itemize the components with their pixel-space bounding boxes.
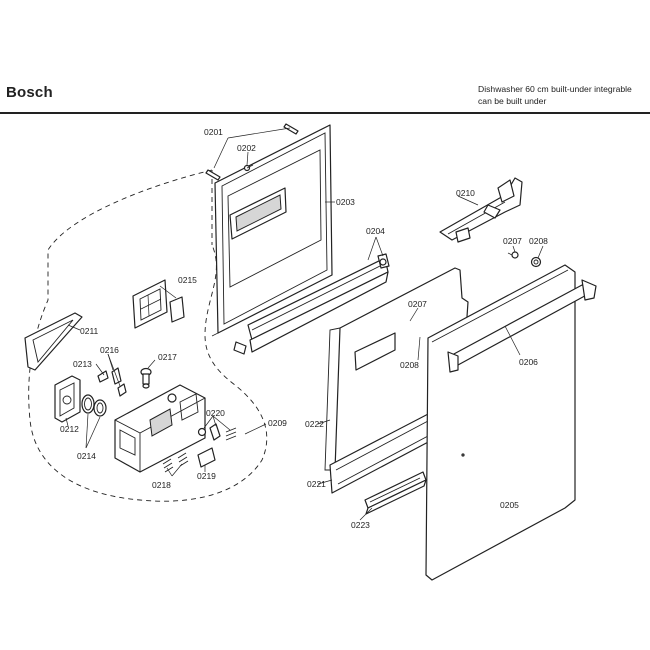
label-0208-upper: 0208 [529, 236, 548, 246]
label-0223: 0223 [351, 520, 370, 530]
door-handle-part [447, 279, 597, 373]
label-0207-lower: 0207 [408, 299, 427, 309]
switch-module-part [54, 375, 81, 423]
spring-clip-parts [162, 447, 216, 473]
label-0209: 0209 [268, 418, 287, 428]
label-0206: 0206 [519, 357, 538, 367]
part-number-labels: 0201 0202 0203 0204 0205 0206 0207 0207 … [60, 127, 548, 530]
label-0219: 0219 [197, 471, 216, 481]
door-seal-strip-part [233, 253, 390, 355]
kick-plate-part [364, 471, 427, 515]
spring-parts [197, 423, 237, 441]
label-0211: 0211 [80, 326, 99, 336]
small-spring-parts [97, 367, 127, 397]
label-0204: 0204 [366, 226, 385, 236]
fascia-frame-part [24, 312, 83, 371]
label-0222: 0222 [305, 419, 324, 429]
knob-part [140, 367, 152, 389]
label-0212: 0212 [60, 424, 79, 434]
seal-ring-parts [81, 394, 107, 417]
model-title-line1: Dishwasher 60 cm built-under integrable [478, 84, 632, 94]
control-unit-group-outline [28, 169, 268, 502]
label-0221: 0221 [307, 479, 326, 489]
label-0207-upper: 0207 [503, 236, 522, 246]
label-0203: 0203 [336, 197, 355, 207]
display-bracket-part [132, 279, 185, 329]
leader-lines [65, 127, 544, 521]
lower-trim-part [329, 411, 433, 494]
label-0208-lower: 0208 [400, 360, 419, 370]
header-divider [0, 112, 650, 114]
label-0217: 0217 [158, 352, 177, 362]
label-0213: 0213 [73, 359, 92, 369]
label-0214: 0214 [77, 451, 96, 461]
label-0201: 0201 [204, 127, 223, 137]
control-unit-part [114, 384, 206, 473]
label-0218: 0218 [152, 480, 171, 490]
inner-door-panel-part [211, 124, 333, 337]
label-0216: 0216 [100, 345, 119, 355]
model-title-line2: can be built under [478, 96, 547, 106]
label-0215: 0215 [178, 275, 197, 285]
brand-name: Bosch [6, 84, 53, 101]
hinge-pin-parts [205, 123, 299, 181]
label-0202: 0202 [237, 143, 256, 153]
screw-part [243, 164, 254, 172]
hinge-bracket-part [439, 177, 523, 243]
label-0210: 0210 [456, 188, 475, 198]
front-door-panel-part [425, 264, 576, 581]
label-0205: 0205 [500, 500, 519, 510]
label-0220: 0220 [206, 408, 225, 418]
